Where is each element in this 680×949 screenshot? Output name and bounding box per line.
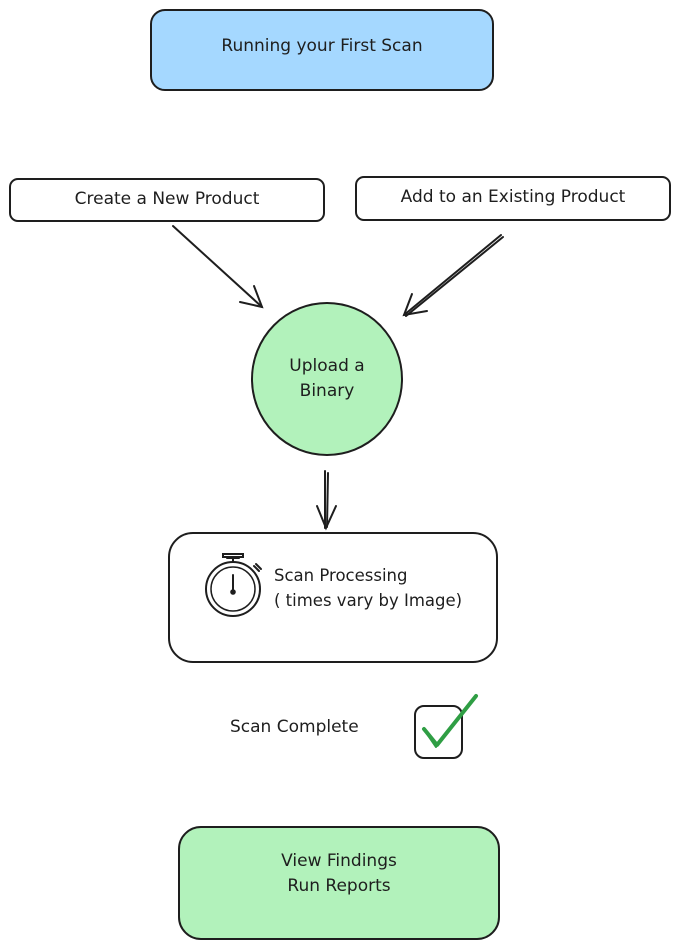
arrow-new-to-upload xyxy=(172,225,264,309)
existing-product-node-shape xyxy=(355,176,671,221)
new-product-node-label: Create a New Product xyxy=(74,189,260,209)
new-product-node-shape xyxy=(9,178,325,222)
processing-node-label-line2: ( times vary by Image) xyxy=(274,591,463,610)
arrow-upload-to-processing xyxy=(316,470,337,531)
existing-product-node-label: Add to an Existing Product xyxy=(400,187,626,207)
findings-node-shape xyxy=(178,826,500,940)
processing-node-label: Scan Processing ( times vary by Image) xyxy=(274,563,462,613)
processing-node-shape xyxy=(168,532,498,663)
scan-complete-label: Scan Complete xyxy=(230,717,359,737)
upload-node-label-line2: Binary xyxy=(299,381,355,401)
upload-node-label-line1: Upload a xyxy=(289,356,365,376)
findings-node-label-line1: View Findings xyxy=(281,851,397,871)
processing-node-label-line1: Scan Processing xyxy=(274,566,408,585)
findings-node-label: View Findings Run Reports xyxy=(179,849,499,899)
start-node-shape xyxy=(150,9,494,91)
upload-node-label: Upload a Binary xyxy=(252,354,402,404)
start-node-label: Running your First Scan xyxy=(221,36,423,56)
stopwatch-icon xyxy=(205,553,262,617)
checkbox-check-icon xyxy=(414,694,478,759)
upload-node-shape xyxy=(251,302,403,456)
arrow-existing-to-upload xyxy=(402,234,504,317)
findings-node-label-line2: Run Reports xyxy=(287,876,391,896)
